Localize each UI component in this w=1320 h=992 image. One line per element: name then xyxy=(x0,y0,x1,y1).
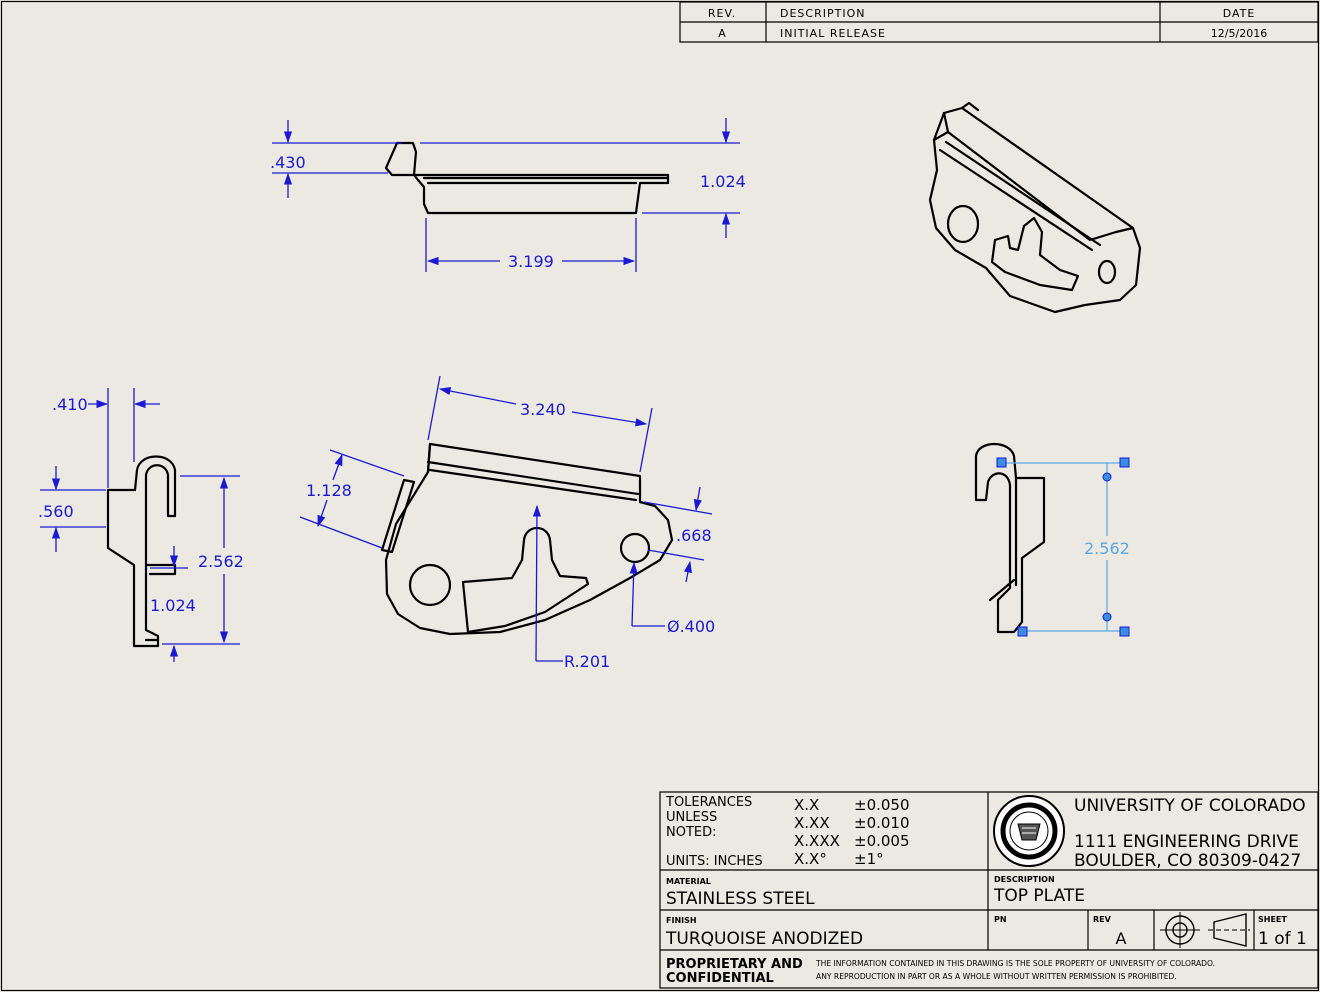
dim-430[interactable]: .430 xyxy=(270,153,306,172)
tol-value-4: ±1° xyxy=(854,850,884,868)
front-hole-small xyxy=(619,532,651,564)
dim-radius[interactable]: R.201 xyxy=(564,652,610,671)
tol-format-2: X.XX xyxy=(794,814,830,832)
selection-grip[interactable] xyxy=(1102,612,1112,622)
tol-format-3: X.XXX xyxy=(794,832,840,850)
description-value: TOP PLATE xyxy=(993,886,1085,906)
tol-value-2: ±0.010 xyxy=(854,814,910,832)
selection-grip[interactable] xyxy=(1102,472,1112,482)
right-view-profile xyxy=(974,443,1046,634)
selection-grip[interactable] xyxy=(996,457,1007,468)
dim-3199[interactable]: 3.199 xyxy=(508,252,554,271)
iso-hole-large xyxy=(946,204,980,244)
iso-hole-small xyxy=(1097,259,1117,285)
projection-symbol-icon xyxy=(1160,912,1250,948)
description-label: DESCRIPTION xyxy=(994,875,1055,884)
tol-value-1: ±0.050 xyxy=(854,796,910,814)
dim-560[interactable]: .560 xyxy=(38,502,74,521)
dim-1128[interactable]: 1.128 xyxy=(306,481,352,500)
front-view: 3.240 1.128 .668 Ø.400 R.201 xyxy=(299,375,715,671)
pn-label: PN xyxy=(994,915,1007,924)
left-view: .410 .560 2.562 1.024 xyxy=(38,388,244,662)
sheet-value: 1 of 1 xyxy=(1258,929,1307,949)
selection-grip[interactable] xyxy=(1119,626,1130,637)
organization-name: UNIVERSITY OF COLORADO xyxy=(1074,796,1306,816)
date-header: DATE xyxy=(1223,7,1256,20)
finish-label: FINISH xyxy=(666,916,697,925)
finish-value: TURQUOISE ANODIZED xyxy=(665,929,863,949)
proprietary-line-2: CONFIDENTIAL xyxy=(666,971,774,986)
iso-outline xyxy=(928,106,1142,314)
dim-2562-selected[interactable]: 2.562 xyxy=(1084,539,1130,558)
rev-value: A xyxy=(718,27,726,40)
title-block: TOLERANCES UNLESS NOTED: UNITS: INCHES X… xyxy=(659,791,1319,989)
front-slot xyxy=(461,526,590,634)
front-view-tab xyxy=(380,478,416,554)
front-view-outline xyxy=(384,442,674,636)
material-label: MATERIAL xyxy=(666,877,711,886)
dim-3240[interactable]: 3.240 xyxy=(520,400,566,419)
dim-hole-diameter[interactable]: Ø.400 xyxy=(667,617,715,636)
revision-block: REV. DESCRIPTION DATE A INITIAL RELEASE … xyxy=(679,1,1319,43)
dim-1024-top[interactable]: 1.024 xyxy=(700,172,746,191)
dim-1024-left[interactable]: 1.024 xyxy=(150,596,196,615)
notice-line-2: ANY REPRODUCTION IN PART OR AS A WHOLE W… xyxy=(816,972,1177,981)
rev-label: REV xyxy=(1093,915,1112,924)
isometric-view xyxy=(928,101,1142,314)
tol-format-4: X.X° xyxy=(794,850,827,868)
address-line-1: 1111 ENGINEERING DRIVE xyxy=(1074,832,1299,852)
top-view-profile xyxy=(384,141,670,215)
selection-grip[interactable] xyxy=(1119,457,1130,468)
top-view: .430 1.024 3.199 xyxy=(270,118,746,272)
tolerance-label-3: NOTED: xyxy=(666,825,717,840)
selection-grip[interactable] xyxy=(1017,626,1028,637)
rev-date: 12/5/2016 xyxy=(1211,27,1267,40)
material-value: STAINLESS STEEL xyxy=(666,889,815,909)
proprietary-line-1: PROPRIETARY AND xyxy=(666,957,803,972)
tol-format-1: X.X xyxy=(794,796,819,814)
dim-2562-left[interactable]: 2.562 xyxy=(198,552,244,571)
notice-line-1: THE INFORMATION CONTAINED IN THIS DRAWIN… xyxy=(815,959,1215,968)
right-view: 2.562 xyxy=(974,443,1130,637)
left-view-profile xyxy=(106,455,177,648)
tolerance-label-1: TOLERANCES xyxy=(665,795,752,810)
address-line-2: BOULDER, CO 80309-0427 xyxy=(1074,851,1301,871)
front-hole-large xyxy=(408,563,452,607)
rev-description: INITIAL RELEASE xyxy=(780,27,886,40)
description-header: DESCRIPTION xyxy=(780,7,865,20)
university-seal xyxy=(993,795,1065,867)
tol-value-3: ±0.005 xyxy=(854,832,910,850)
iso-top-edge xyxy=(932,101,1135,242)
iso-slot xyxy=(990,216,1080,292)
tolerance-label-2: UNLESS xyxy=(666,810,717,825)
rev-value-title: A xyxy=(1116,929,1127,948)
iso-rail xyxy=(938,140,1102,252)
rev-header: REV. xyxy=(708,7,736,20)
dim-668[interactable]: .668 xyxy=(676,526,712,545)
sheet-label: SHEET xyxy=(1258,915,1287,924)
front-view-rail xyxy=(426,442,640,502)
dim-410[interactable]: .410 xyxy=(52,395,88,414)
units-label: UNITS: INCHES xyxy=(666,854,763,869)
